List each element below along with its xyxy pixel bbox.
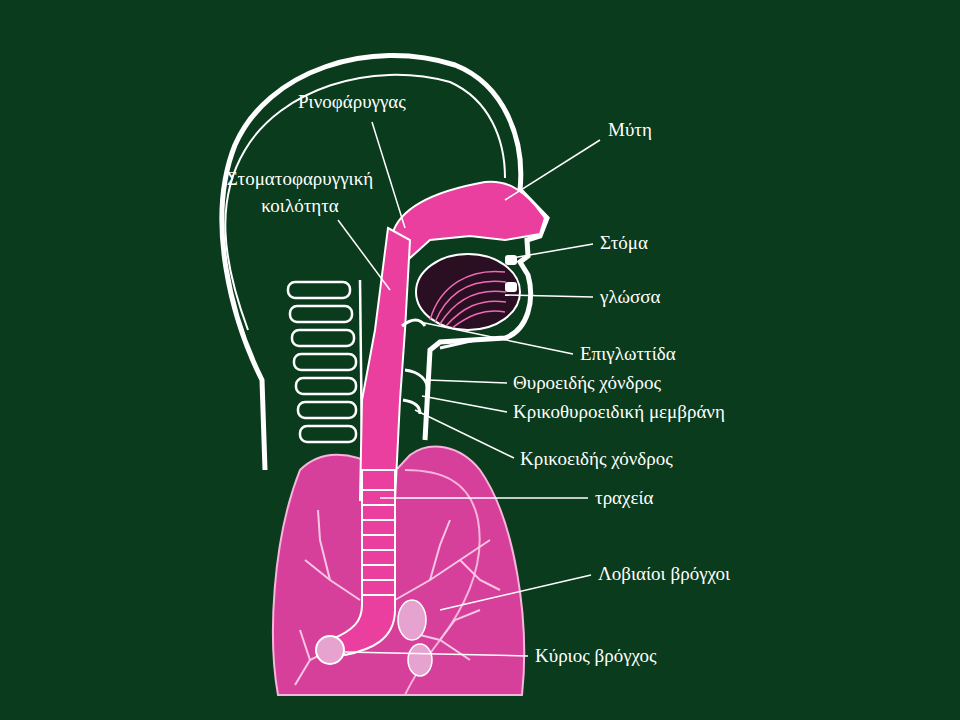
oral-cavity [416,254,520,330]
vertebra [300,426,356,442]
bronchus-branch [460,560,500,590]
bronchus-branch [395,540,490,600]
tracheal-rings [362,490,395,595]
part-label: Στόμα [600,231,648,255]
tracheal-ring [362,504,395,506]
part-label: Κρικοειδής χόνδρος [520,447,673,471]
tongue [430,271,506,328]
tracheal-ring [362,564,395,566]
part-label: Επιγλωττίδα [580,342,676,366]
part-label: Λοβιαίοι βρόγχοι [598,562,730,586]
tracheal-ring [362,594,395,596]
vessel [408,644,432,676]
bronchus-branch [318,510,330,580]
part-label: γλώσσα [600,285,661,309]
lungs [273,447,524,695]
cervical-spine [288,280,362,450]
part-label: Μύτη [608,118,652,142]
leader-line [440,575,591,610]
bronchus-branch [305,560,360,600]
vertebra [298,402,356,418]
vertebra [288,282,350,298]
vertebra [292,330,354,346]
leader-line [422,396,507,412]
tooth [505,282,517,292]
main-bronchus-opening [316,636,344,664]
vertebra [294,354,356,370]
leader-line [512,244,593,258]
leader-line [345,652,528,656]
bronchus-branch [440,610,480,640]
teeth [505,255,517,292]
part-label: τραχεία [595,486,654,510]
nasal-cavity [392,182,545,258]
bronchial-tree [295,510,500,685]
tongue-muscle [440,291,506,324]
bronchus-branch [300,630,310,660]
bronchus-branch [430,520,450,580]
hilum-vessels [398,600,432,676]
tracheal-ring [362,579,395,581]
part-label: Ρινοφάρυγγας [298,90,406,114]
leader-line [372,122,405,228]
hyoid-bone [440,340,475,348]
leader-line [420,322,573,354]
tracheal-ring [362,549,395,551]
part-label: Θυροειδής χόνδρος [513,371,661,395]
thyroid-cartilage [405,370,428,392]
vertebra [290,306,352,322]
lung-fissure [405,470,480,695]
leader-line [338,220,390,290]
vessel [398,600,426,640]
leader-line [505,295,593,297]
leader-line [415,410,514,458]
part-label: Κρικοθυροειδική μεμβράνη [513,400,725,424]
tracheal-ring [362,519,395,521]
leader-line [380,497,588,499]
tooth [505,255,517,265]
tracheal-ring [362,534,395,536]
leader-line [505,140,600,200]
tongue-muscle [430,271,505,320]
tongue-muscle [452,311,505,328]
pharynx [360,228,410,500]
part-label: Κύριος βρόγχος [535,644,657,668]
vertebra [296,378,356,394]
part-label: Στοματοφαρυγγική κοιλότητα [205,165,395,219]
tracheal-ring [362,489,395,491]
leader-line [428,380,507,383]
